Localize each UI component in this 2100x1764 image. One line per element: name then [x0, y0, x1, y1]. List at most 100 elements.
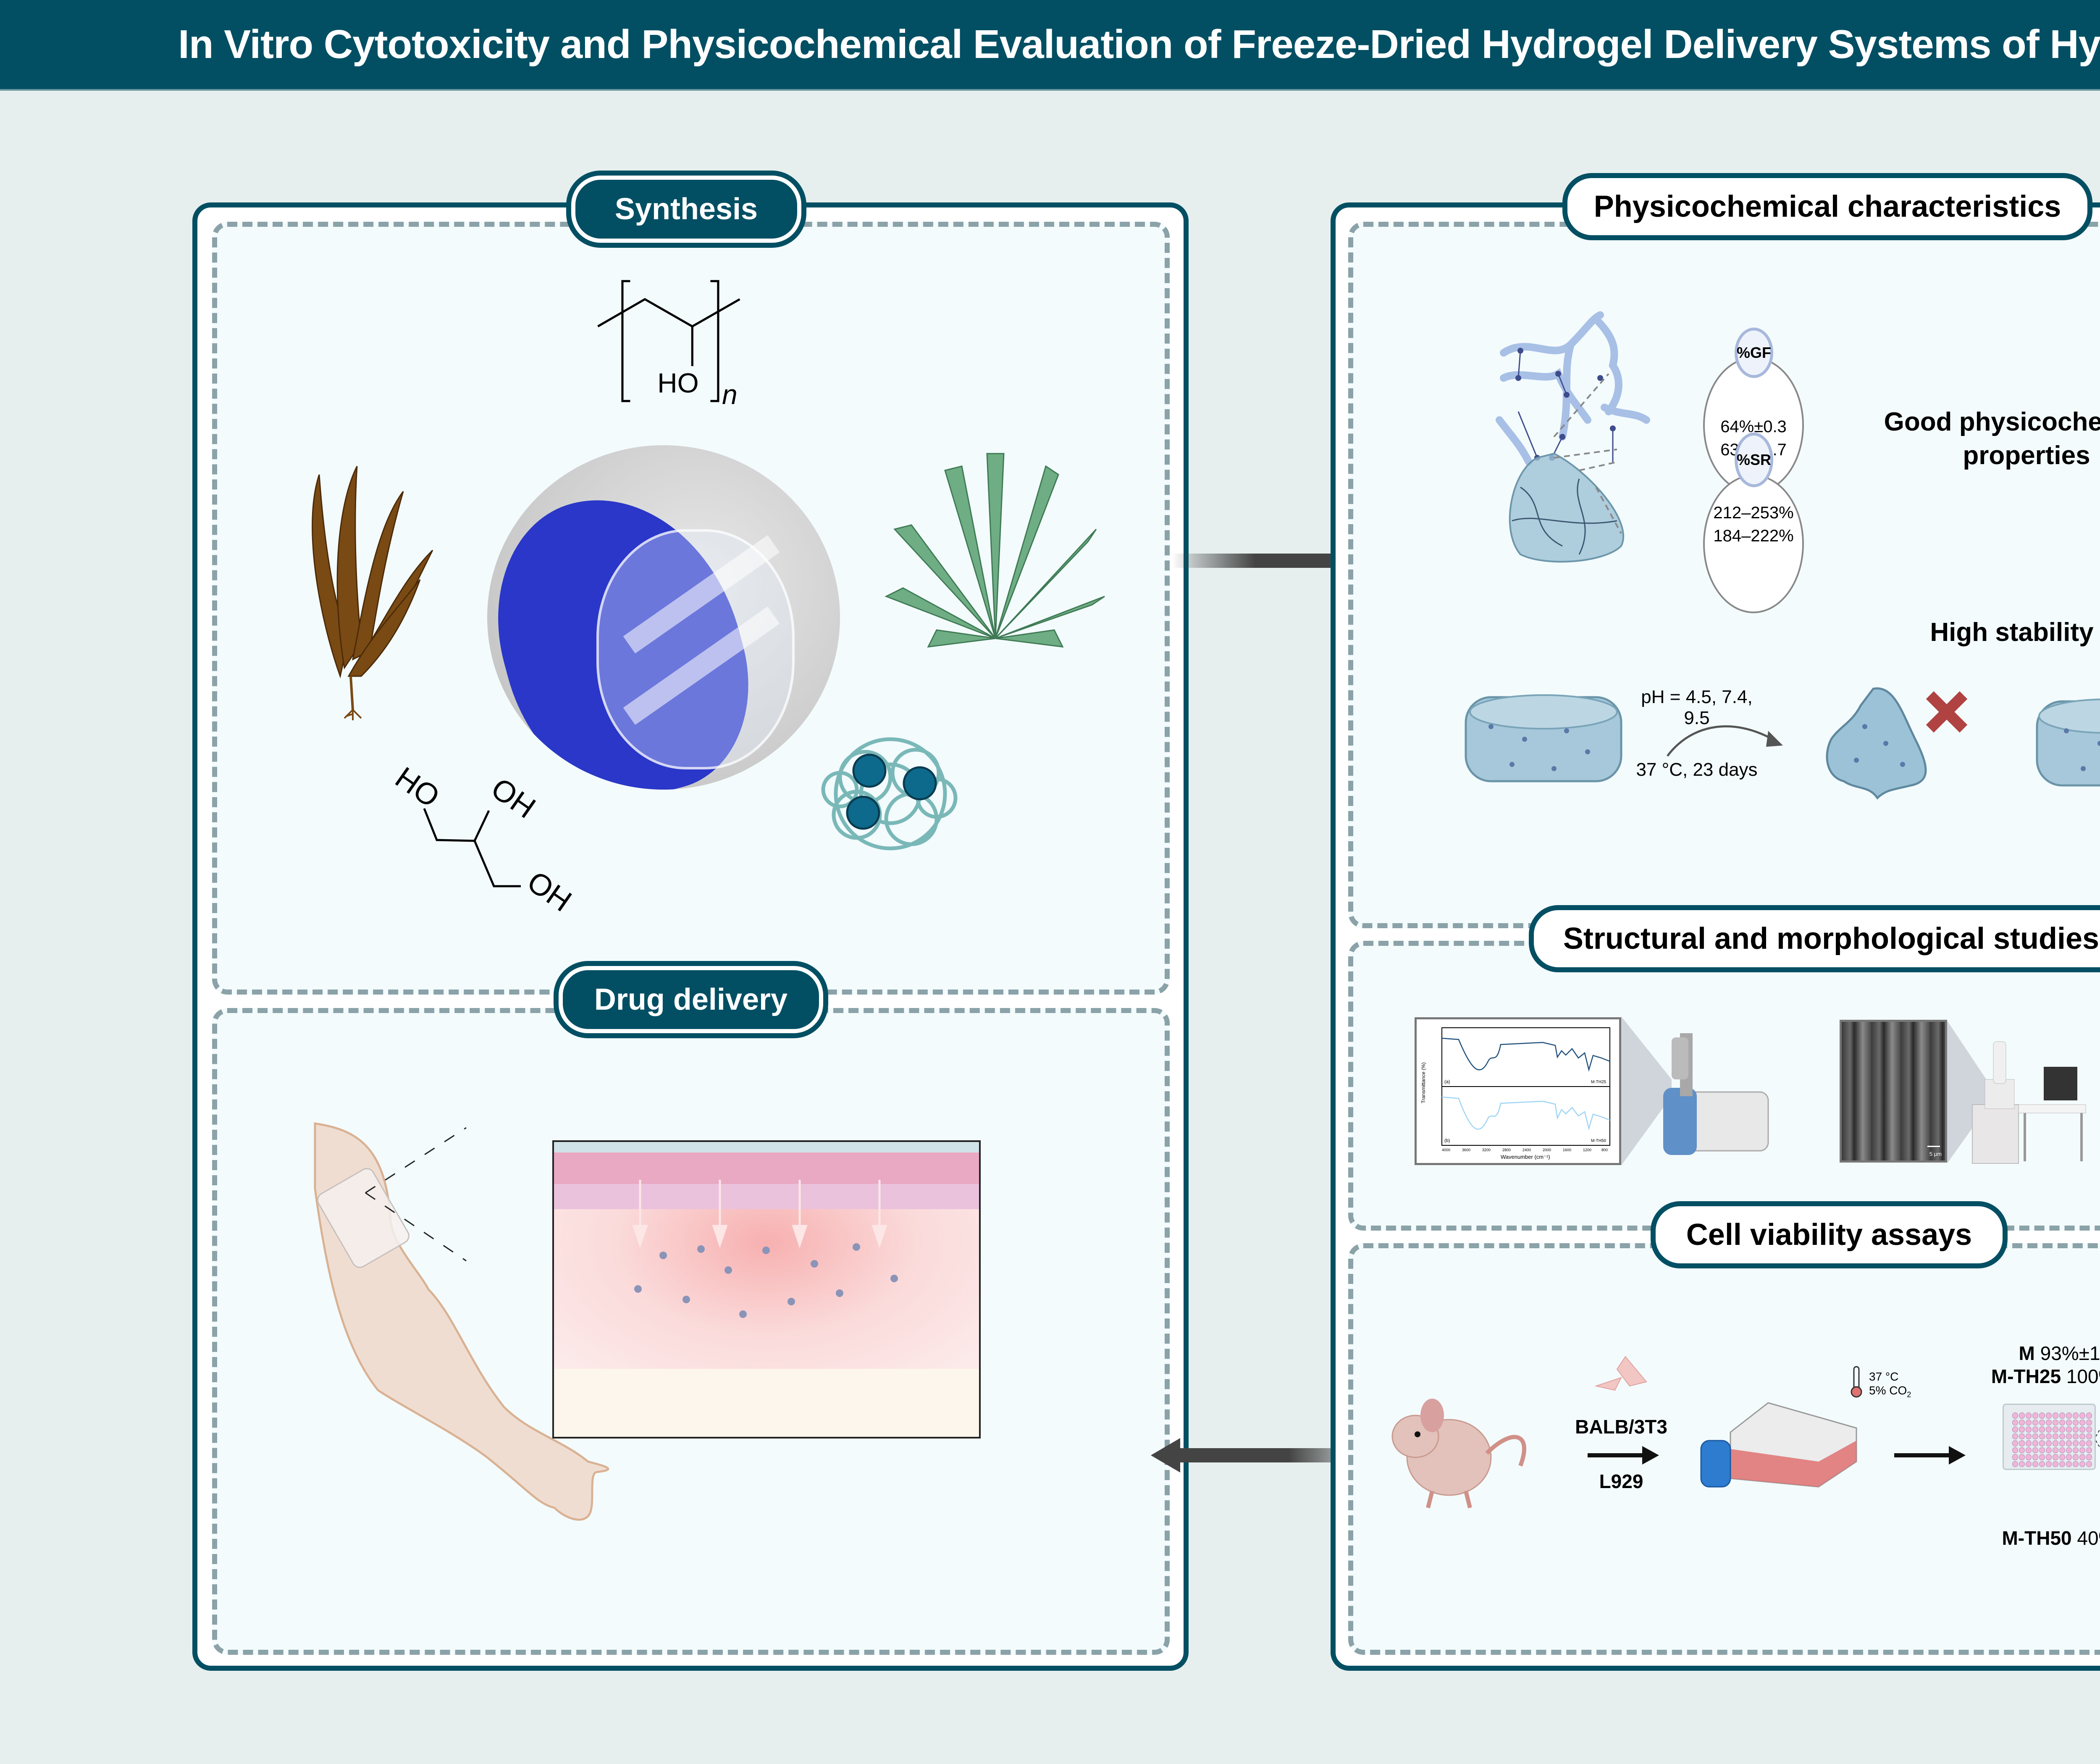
well-F1 [2012, 1447, 2018, 1453]
header-banner: In Vitro Cytotoxicity and Physicochemica… [0, 0, 2100, 91]
seaweed-icon [312, 466, 433, 720]
temp-condition: 37 °C, 23 days [1636, 759, 1758, 780]
glycerol-oh-label-1: OH [485, 772, 541, 825]
ph-condition: pH = 4.5, 7.4, 9.5 [1641, 687, 1753, 728]
result-mth25-values: 100%±8 and 72%±10 [2066, 1365, 2100, 1387]
well-E6 [2046, 1440, 2052, 1446]
ftir-spectrum-chart: Transmittance (%) Wavenumber (cm⁻¹) (a) … [1415, 1017, 1621, 1165]
well-C1 [2012, 1426, 2018, 1433]
well-H6 [2046, 1461, 2052, 1467]
sem-microscope-icon [1947, 1021, 2086, 1164]
well-H5 [2039, 1461, 2045, 1467]
well-H11 [2079, 1461, 2085, 1467]
well-C9 [2066, 1426, 2072, 1433]
well-H4 [2032, 1461, 2038, 1467]
structural-label: Structural and morphological studies [1529, 905, 2100, 972]
well-E2 [2019, 1440, 2025, 1446]
glycerol-oh-label-2: OH [521, 865, 578, 918]
well-G4 [2032, 1454, 2038, 1460]
incubation-temp: 37 °C [1869, 1370, 1899, 1383]
well-F2 [2019, 1447, 2025, 1453]
well-B2 [2019, 1419, 2025, 1425]
sem-micrograph: 5 μm [1840, 1020, 1947, 1163]
well-G3 [2026, 1454, 2032, 1460]
degraded-hydrogel-icon [1826, 687, 1927, 800]
ftir-ylabel: Transmittance (%) [1420, 1062, 1426, 1103]
hydrogel-network-icon [1496, 311, 1650, 563]
well-A6 [2046, 1412, 2052, 1419]
ftir-xtick: 2000 [1543, 1148, 1551, 1152]
synthesis-label-text: Synthesis [614, 192, 758, 226]
well-C11 [2079, 1426, 2085, 1433]
pva-structure-icon: HO n [597, 280, 740, 410]
well-A8 [2059, 1412, 2065, 1419]
well-D1 [2012, 1433, 2018, 1439]
ftir-spectrometer-icon [1621, 1016, 1769, 1166]
well-D10 [2073, 1433, 2079, 1439]
ftir-xtick: 800 [1601, 1148, 1608, 1152]
well-F10 [2073, 1447, 2079, 1453]
hydrogel-cylinder-before-icon [1465, 694, 1622, 782]
synthesis-label: Synthesis [571, 176, 801, 243]
ftir-xtick: 2400 [1522, 1148, 1531, 1152]
well-F12 [2086, 1447, 2092, 1453]
well-H9 [2066, 1461, 2072, 1467]
well-F11 [2079, 1447, 2085, 1453]
gf-badge: %GF [1735, 328, 1773, 378]
well-B7 [2053, 1419, 2058, 1425]
glycerol-ho-label: HO [389, 761, 446, 814]
curved-arrow-icon [1667, 725, 1783, 757]
well-G1 [2012, 1454, 2018, 1460]
hydrogel-cylinder-after-icon [2036, 698, 2100, 787]
arrow-to-plate-icon [1894, 1446, 1966, 1465]
well-C2 [2019, 1426, 2025, 1433]
well-E3 [2026, 1440, 2032, 1446]
ftir-xtick: 4000 [1442, 1148, 1450, 1152]
well-B3 [2026, 1419, 2032, 1425]
result-mth25-name: M-TH25 [1991, 1365, 2061, 1387]
well-B6 [2046, 1419, 2052, 1425]
drug-release-arrows [632, 1180, 898, 1318]
aloe-vera-icon [885, 453, 1105, 648]
well-E4 [2032, 1440, 2038, 1446]
sr-value-2: 184–222% [1713, 527, 1794, 545]
well-D6 [2046, 1433, 2052, 1439]
result-mth50: M-TH50 40%±5 and 59%±4 [1953, 1527, 2100, 1549]
well-F3 [2026, 1447, 2032, 1453]
well-H12 [2086, 1461, 2092, 1467]
ftir-panel-a: (a) [1444, 1079, 1450, 1084]
well-A1 [2012, 1412, 2018, 1419]
cell-line-l929: L929 [1599, 1470, 1643, 1492]
drug-delivery-label: Drug delivery [559, 966, 823, 1033]
sr-value-1: 212–253% [1713, 504, 1794, 522]
result-m-values: 93%±10 and 114%±8 [2040, 1342, 2100, 1364]
incubation-co2-text: 5% CO [1869, 1384, 1907, 1397]
cell-viability-label-text: Cell viability assays [1686, 1218, 1972, 1252]
well-D12 [2086, 1433, 2092, 1439]
gf-label: %GF [1737, 344, 1772, 361]
sr-label: %SR [1736, 451, 1772, 468]
result-m-name: M [2019, 1342, 2035, 1364]
well-A4 [2032, 1412, 2038, 1419]
well-B5 [2039, 1419, 2045, 1425]
well-G9 [2066, 1454, 2072, 1460]
hydrogel-glove-photo [487, 445, 840, 790]
mouse-icon [1391, 1399, 1526, 1509]
well-G8 [2059, 1454, 2065, 1460]
well-E9 [2066, 1440, 2072, 1446]
well-F5 [2039, 1447, 2045, 1453]
ftir-xtick: 3600 [1462, 1148, 1470, 1152]
well-G10 [2073, 1454, 2079, 1460]
well-B10 [2073, 1419, 2079, 1425]
glycerol-structure-icon: HO OH OH [389, 761, 578, 918]
well-B11 [2079, 1419, 2085, 1425]
structural-label-text: Structural and morphological studies [1563, 922, 2100, 956]
cell-viability-label: Cell viability assays [1651, 1201, 2008, 1268]
incubation-co2: 5% CO2 [1869, 1384, 1911, 1399]
well-H3 [2026, 1461, 2032, 1467]
skin-cross-section-icon [552, 1140, 981, 1438]
well-A3 [2026, 1412, 2032, 1419]
well-G7 [2053, 1454, 2058, 1460]
well-A10 [2073, 1412, 2079, 1419]
result-mth25: M-TH25 100%±8 and 72%±10 [1953, 1365, 2100, 1388]
